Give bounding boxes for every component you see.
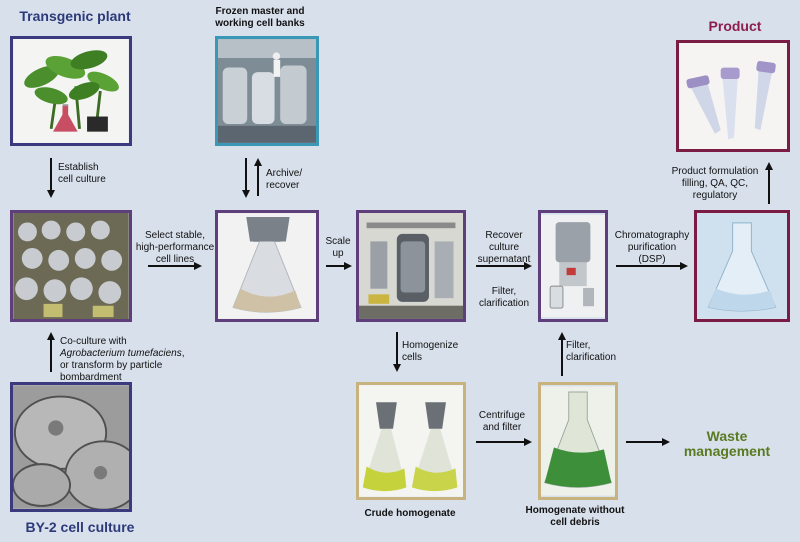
label-establish: Establish cell culture (58, 162, 106, 185)
label-scale-up: Scale up (325, 236, 351, 259)
title-homogenate: Homogenate without cell debris (525, 505, 625, 528)
purified-product-flask-image (694, 210, 790, 322)
title-by2: BY-2 cell culture (25, 519, 135, 535)
supernatant-recovery-image (538, 210, 608, 322)
label-formulation: Product formulation filling, QA, QC, reg… (671, 166, 759, 201)
transgenic-plant-image (10, 36, 132, 146)
title-crude-homogenate: Crude homogenate (364, 508, 456, 519)
homogenate-flask-image (538, 382, 618, 500)
label-coculture-agrobacterium: Agrobacterium tumefaciens (60, 348, 182, 359)
label-archive: Archive/ recover (266, 168, 303, 191)
bioreactor-image (356, 210, 466, 322)
label-recover: Recover culture supernatant (477, 230, 531, 265)
cell-culture-flasks-image (10, 210, 132, 322)
label-homogenize: Homogenize cells (402, 340, 459, 363)
label-coculture-text-1: Co-culture with (60, 336, 127, 347)
label-filter-bottom: Filter, clarification (566, 340, 617, 363)
label-coculture-text-2: , or transform by particle bombardment (60, 348, 185, 383)
title-transgenic-plant: Transgenic plant (19, 8, 131, 24)
title-cell-banks: Frozen master and working cell banks (215, 6, 305, 29)
label-select: Select stable, high-performance cell lin… (135, 230, 215, 265)
selected-cell-line-flask-image (215, 210, 319, 322)
title-waste: Waste management (683, 428, 771, 459)
crude-homogenate-image (356, 382, 466, 500)
cell-bank-image (215, 36, 319, 146)
by2-cells-image (10, 382, 132, 512)
product-image (676, 40, 790, 152)
label-chromatography: Chromatography purification (DSP) (614, 230, 690, 265)
label-coculture: Co-culture with Agrobacterium tumefacien… (60, 336, 186, 384)
title-product: Product (708, 18, 762, 34)
label-centrifuge: Centrifuge and filter (478, 410, 526, 433)
label-filter-top: Filter, clarification (478, 286, 530, 309)
